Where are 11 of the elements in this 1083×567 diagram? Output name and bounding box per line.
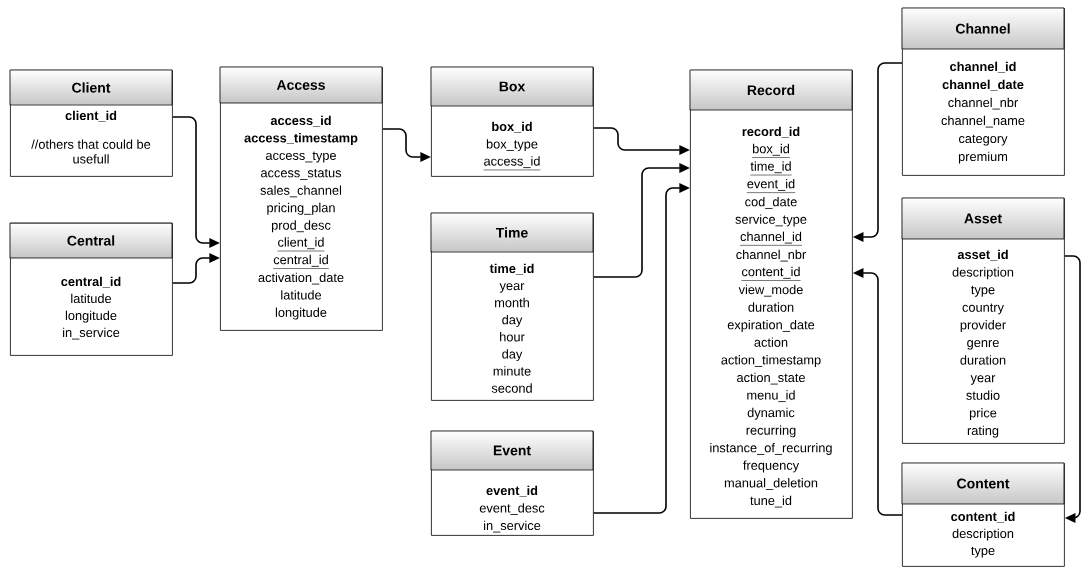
entity-table: Content content_id description type bbox=[901, 462, 1065, 567]
entity-table: Asset asset_id description type country provider genre duration year studio price rating bbox=[901, 197, 1065, 444]
entity-table: Event event_id event_desc in_service bbox=[430, 430, 594, 536]
entity-table: Central central_id latitude longitude in_service bbox=[9, 222, 173, 356]
entity-table: Access access_id access_timestamp access_type access_status sales_channel pricing_plan prod_desc client_id central_id activation_date latitude longitude bbox=[219, 66, 383, 331]
arrow bbox=[1064, 255, 1081, 523]
entity-table: Channel channel_id channel_date channel_nbr channel_name category premium bbox=[901, 7, 1065, 176]
entity-table: Time time_id year month day hour day minute second bbox=[430, 212, 594, 401]
entity-table: Box box_id box_type access_id bbox=[430, 66, 594, 177]
entity-table: Client client_id //others that could be usefull bbox=[9, 69, 173, 177]
entity-table: Record record_id box_id time_id event_id cod_date service_type channel_id channel_nbr content_id view_mode duration expiration_date action action_timestamp action_state menu_id dynamic recurring instance_of_recurring frequency manual_deletion tune_id bbox=[689, 69, 853, 519]
